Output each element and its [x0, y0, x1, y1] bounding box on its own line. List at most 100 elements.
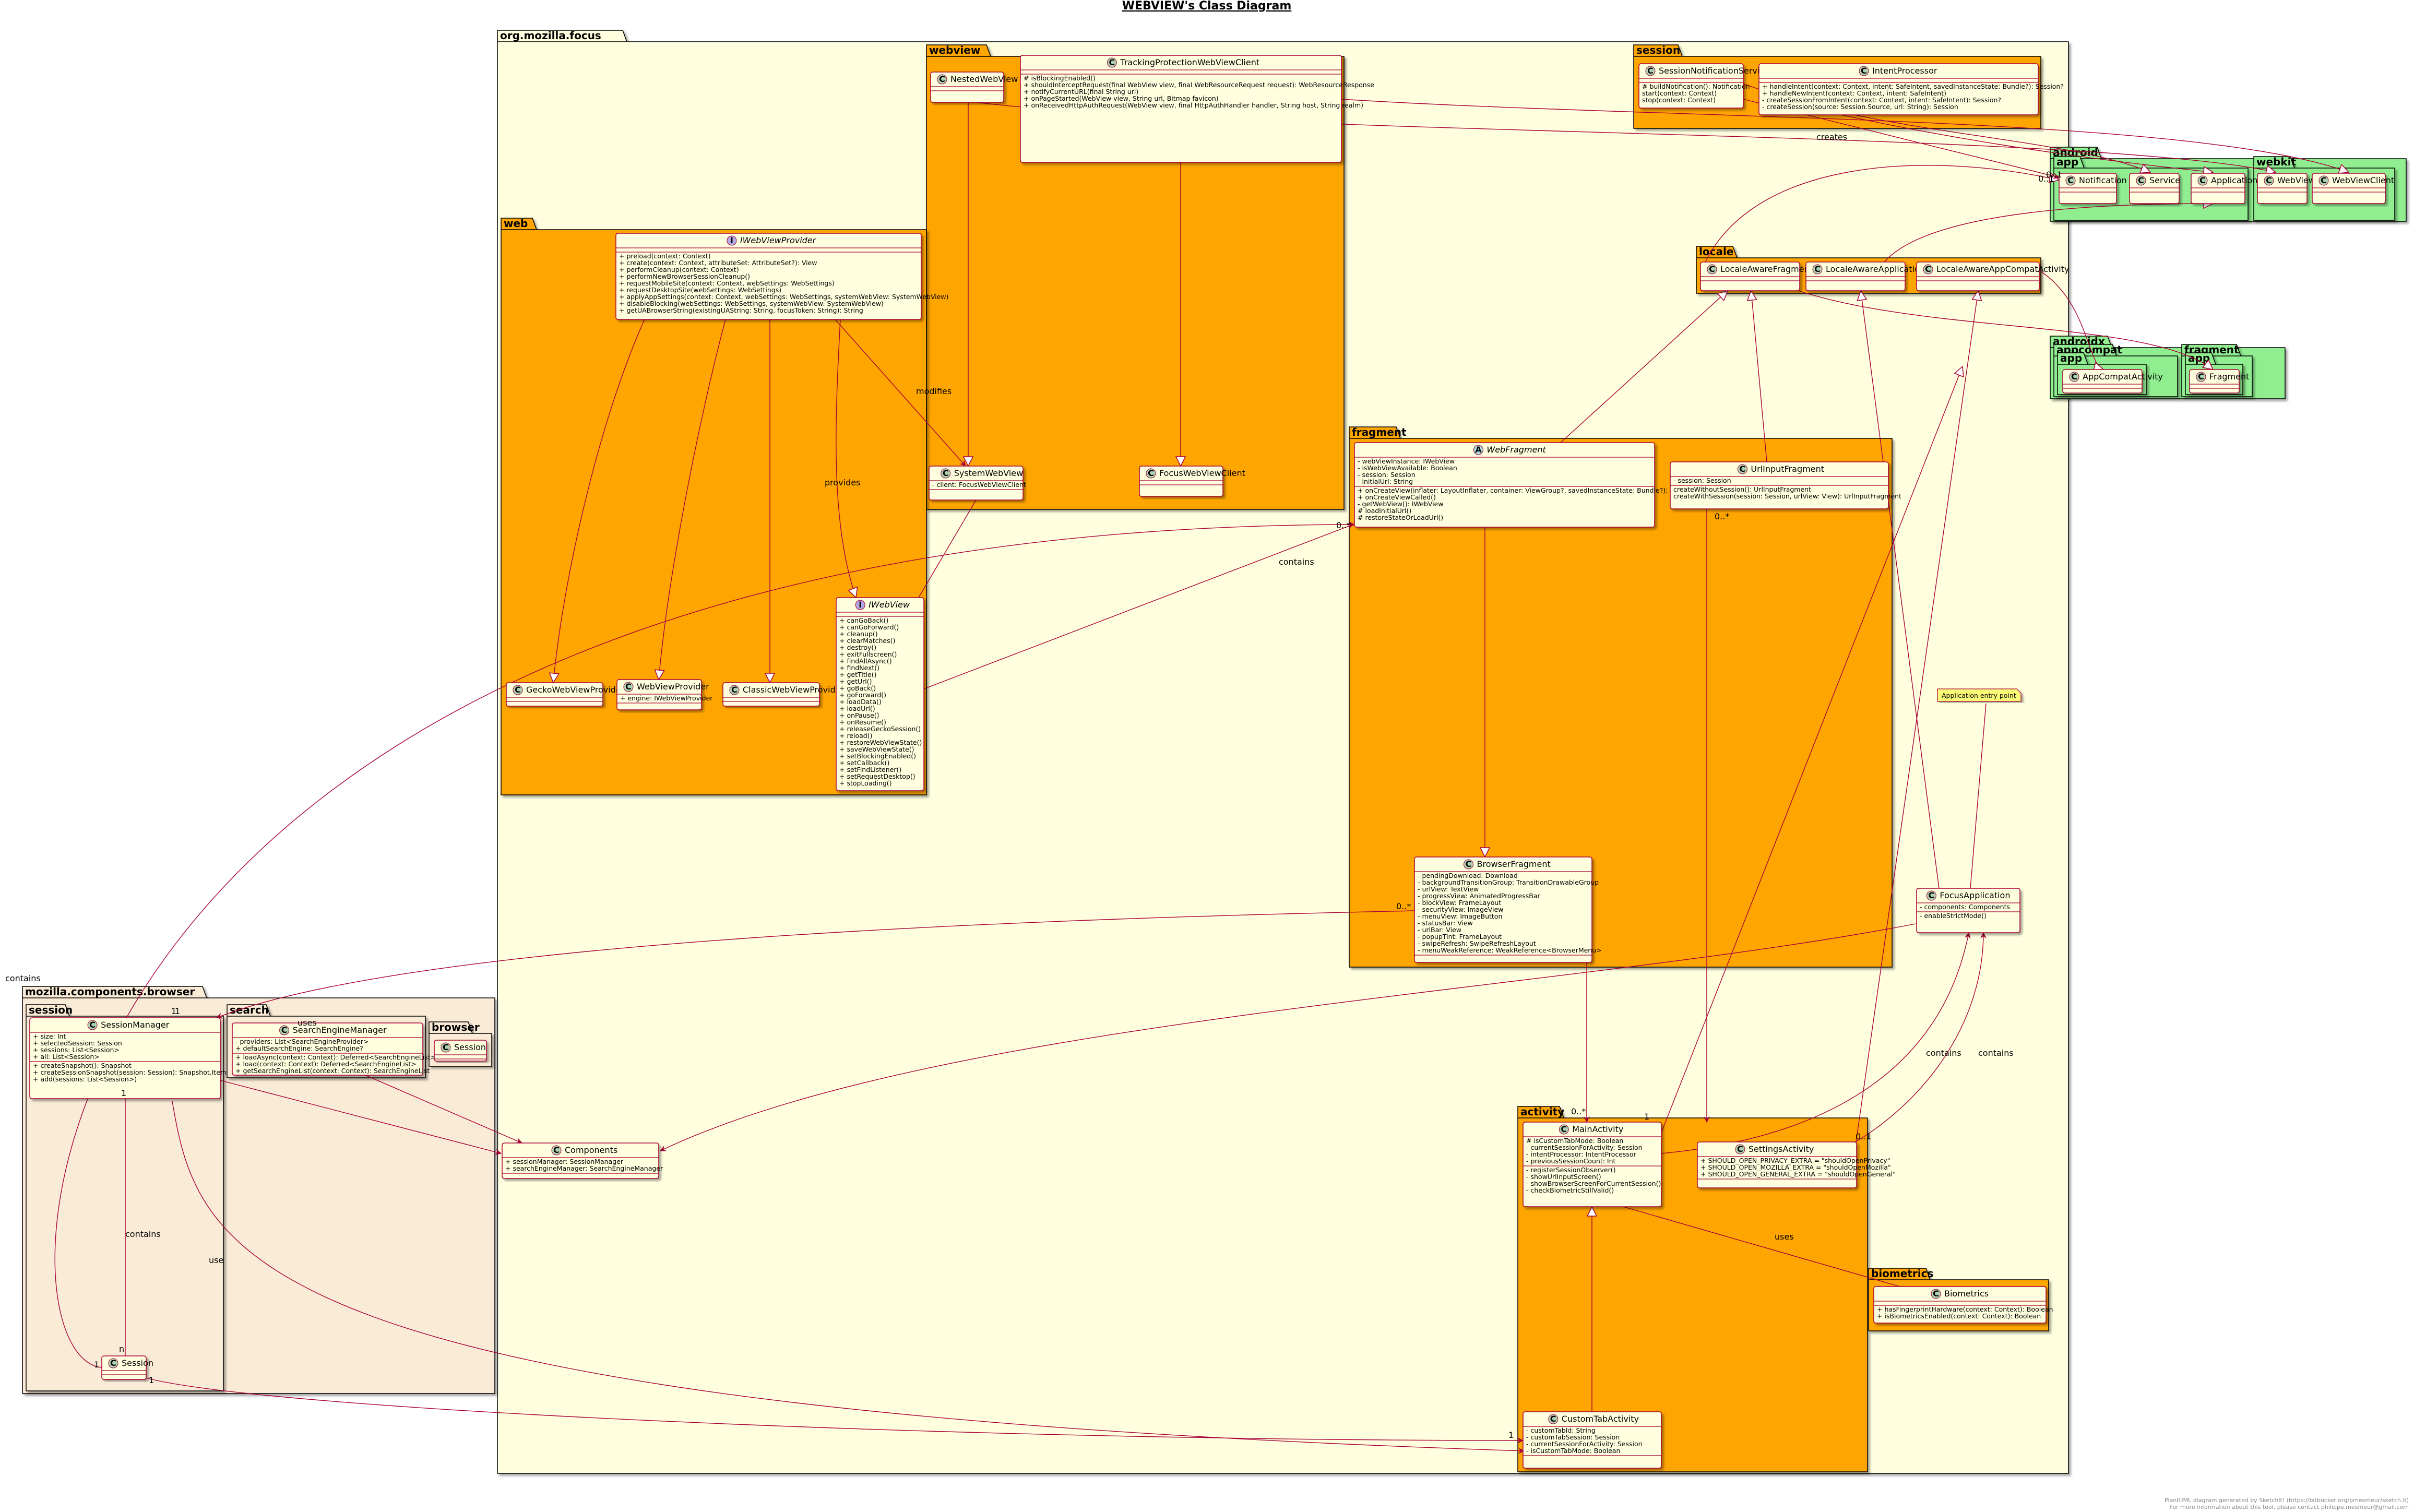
relation-edge [1560, 291, 1728, 443]
class-method: + performNewBrowserSessionCleanup() [619, 272, 750, 280]
class-name: IWebViewProvider [740, 235, 817, 245]
diagram-title: WEBVIEW's Class Diagram [1122, 0, 1292, 13]
class-stereotype-icon [2136, 175, 2146, 186]
class-name: Components [565, 1145, 617, 1155]
class-attribute: + defaultSearchEngine: SearchEngine? [235, 1044, 363, 1052]
class-name: SessionManager [101, 1020, 170, 1030]
class-name: LocaleAwareFragment [1720, 264, 1813, 274]
relation-edge [918, 499, 977, 598]
multiplicity-label: 1 [171, 1006, 176, 1016]
class-name: BrowserFragment [1477, 859, 1551, 869]
class-attribute: - client: FocusWebViewClient [932, 481, 1026, 489]
class-attribute: + all: List<Session> [33, 1053, 100, 1061]
class-method: + disableBlocking(webSettings: WebSettin… [619, 300, 884, 307]
class-method: + createSessionSnapshot(session: Session… [33, 1068, 227, 1076]
class-name: Biometrics [1944, 1289, 1989, 1299]
relation-edge [1341, 99, 2349, 172]
class-method: + onResume() [839, 718, 886, 726]
class-stereotype-icon [1859, 66, 1869, 76]
edge-label-uses-browser: uses [298, 1018, 317, 1028]
class-method: + onCreateView(inflater: LayoutInflater,… [1358, 486, 1685, 494]
class-name: Fragment [2209, 372, 2249, 382]
svg-text:C: C [1550, 1414, 1556, 1424]
class-attribute: - webViewInstance: IWebView [1358, 457, 1455, 465]
svg-text:C: C [110, 1358, 116, 1368]
package-label: org.mozilla.focus [500, 29, 601, 42]
class-attribute: - securityView: ImageView [1418, 906, 1503, 913]
class-name: WebViewProvider [637, 682, 709, 692]
relation-edge [1751, 271, 2213, 370]
class-stereotype-icon [2318, 175, 2329, 186]
class-attribute: + SHOULD_OPEN_GENERAL_EXTRA = "shouldOpe… [1700, 1170, 1896, 1178]
edge-label-contains-main: contains [1926, 1048, 1961, 1058]
class-name: WebViewClient [2332, 175, 2394, 185]
class-stereotype-icon [1931, 1289, 1941, 1299]
class-stereotype-icon [729, 685, 740, 695]
class-method: + goForward() [839, 691, 886, 699]
class-name: Application [2211, 175, 2257, 185]
class-stereotype-icon [1107, 57, 1117, 68]
svg-text:C: C [2199, 175, 2206, 185]
package-label: mozilla.components.browser [25, 985, 195, 998]
class-method: + cleanup() [839, 630, 878, 638]
class-name: FocusApplication [1940, 890, 2010, 900]
relation-edge [1701, 165, 2059, 271]
class-method: - enableStrictMode() [1920, 912, 1987, 920]
note-text: Application entry point [1942, 692, 2016, 699]
class-name: Session [454, 1042, 486, 1052]
class-stereotype-icon [551, 1145, 562, 1156]
class-attribute: - session: Session [1358, 471, 1416, 479]
multiplicity-label: 0..1 [2046, 170, 2062, 180]
class-name: IWebView [869, 600, 910, 610]
package-label: app [2060, 352, 2082, 364]
relation-edge [365, 1075, 522, 1144]
class-stereotype-icon [1707, 264, 1717, 275]
svg-text:C: C [1814, 264, 1821, 274]
note-box [1937, 688, 2021, 702]
class-stereotype-icon [2196, 372, 2206, 382]
class-attribute: - statusBar: View [1418, 919, 1473, 927]
package-label: fragment [1352, 426, 1407, 438]
svg-text:C: C [943, 468, 949, 478]
svg-text:C: C [1925, 264, 1931, 274]
class-stereotype-icon [1812, 264, 1823, 275]
svg-text:C: C [2198, 372, 2204, 382]
class-method: # loadInitialUrl() [1358, 507, 1411, 515]
relation-edge [1855, 291, 1978, 1146]
relation-edge [659, 319, 726, 680]
class-name: SystemWebView [954, 468, 1024, 478]
svg-text:C: C [281, 1025, 288, 1035]
class-stereotype-icon [1548, 1414, 1559, 1424]
class-attribute: - urlBar: View [1418, 926, 1461, 934]
package-label: session [29, 1004, 73, 1016]
svg-text:I: I [730, 235, 733, 245]
class-method: # restoreStateOrLoadUrl() [1358, 514, 1443, 521]
edge-label-modifies: modifies [916, 386, 952, 396]
class-stereotype-icon [1645, 66, 1656, 76]
relation-edge [1855, 932, 1987, 1142]
class-name: SearchEngineManager [293, 1025, 387, 1035]
multiplicity-label: n [119, 1344, 124, 1354]
class-name: SettingsActivity [1749, 1144, 1814, 1154]
edge-label-contains-web: contains [1279, 557, 1314, 567]
class-method: + isBiometricsEnabled(context: Context):… [1877, 1312, 2041, 1320]
class-method: + getUABrowserString(existingUAString: S… [619, 306, 863, 314]
class-method: + requestDesktopSite(webSettings: WebSet… [619, 286, 781, 294]
edge-label-contains-settings: contains [1978, 1048, 2014, 1058]
class-attribute: - swipeRefresh: SwipeRefreshLayout [1418, 939, 1536, 947]
relation-edge [172, 1101, 1525, 1454]
package-label: search [230, 1004, 269, 1016]
class-stereotype-icon [1559, 1124, 1569, 1135]
class-name: UrlInputFragment [1751, 464, 1824, 474]
class-method: + onReceivedHttpAuthRequest(WebView view… [1024, 101, 1363, 109]
class-method: - registerSessionObserver() [1526, 1166, 1615, 1174]
class-name: LocaleAwareApplication [1826, 264, 1925, 274]
